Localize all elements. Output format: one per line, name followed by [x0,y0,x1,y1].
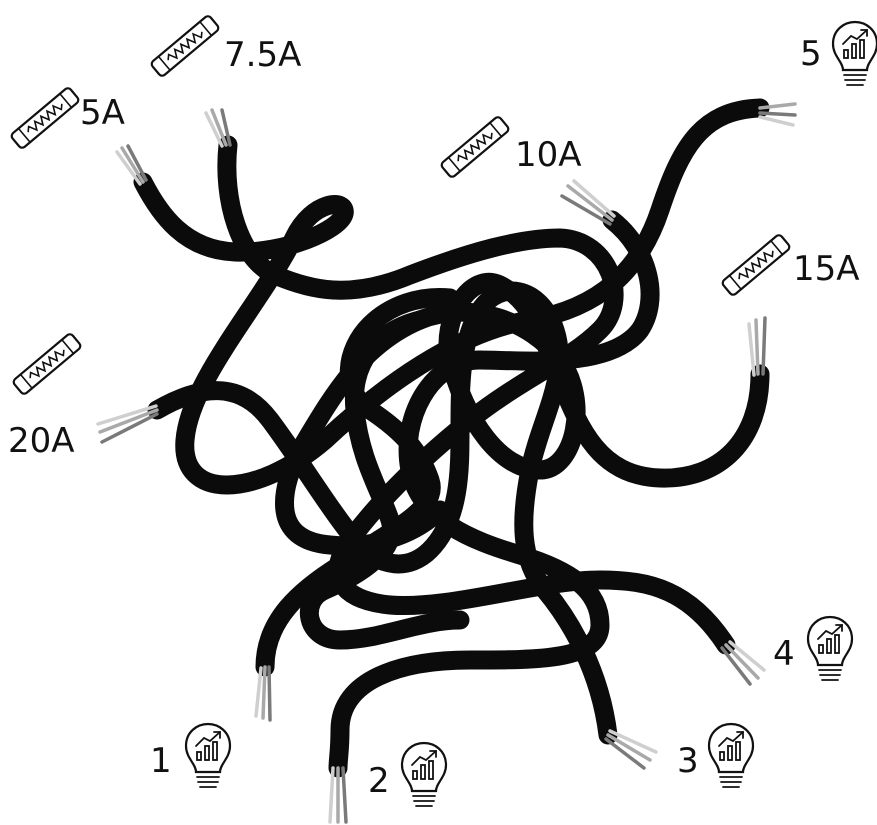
fuse-icon [12,333,82,396]
bulb-4: 4 [773,617,852,680]
lightbulb-icon [833,22,877,85]
lightbulb-icon [709,724,753,787]
cable-group [143,108,760,768]
wire-end-10a [562,181,614,224]
wire-end-bulb-3 [606,731,656,768]
wire-end-bulb-5 [760,104,795,125]
fuse-label-15a: 15A [793,249,860,289]
bulb-2: 2 [368,743,446,806]
bulb-label-3: 3 [677,741,699,781]
lightbulb-icon [186,724,230,787]
bulb-label-4: 4 [773,634,795,674]
fuse-10a: 10A [440,116,581,179]
wire-end-5a [117,146,146,184]
fuse-15a: 15A [721,234,859,297]
fuse-icon [440,116,510,179]
lightbulb-icon [402,743,446,806]
wire-strands [98,104,795,822]
bulb-label-5: 5 [800,34,822,74]
bulb-1: 1 [150,724,230,787]
fuse-label-5a: 5A [80,93,125,133]
wire-end-bulb-4 [722,642,764,684]
bulb-3: 3 [677,724,753,787]
fuse-5a: 5A [10,87,125,150]
fuse-icon [150,15,220,78]
bulb-label-1: 1 [150,741,172,781]
fuse-label-10a: 10A [515,135,582,175]
wire-end-bulb-1 [256,667,270,720]
wire-end-bulb-2 [330,768,346,822]
lightbulb-icon [808,617,852,680]
bulb-5: 5 [800,22,877,85]
fuse-7-5a: 7.5A [150,15,301,78]
fuse-label-7-5a: 7.5A [224,35,301,75]
fuse-20a: 20A [8,333,82,461]
fuse-icon [721,234,791,297]
bulb-label-2: 2 [368,761,390,801]
wire-end-15a [749,318,765,375]
fuse-icon [10,87,80,150]
fuse-label-20a: 20A [8,421,75,461]
